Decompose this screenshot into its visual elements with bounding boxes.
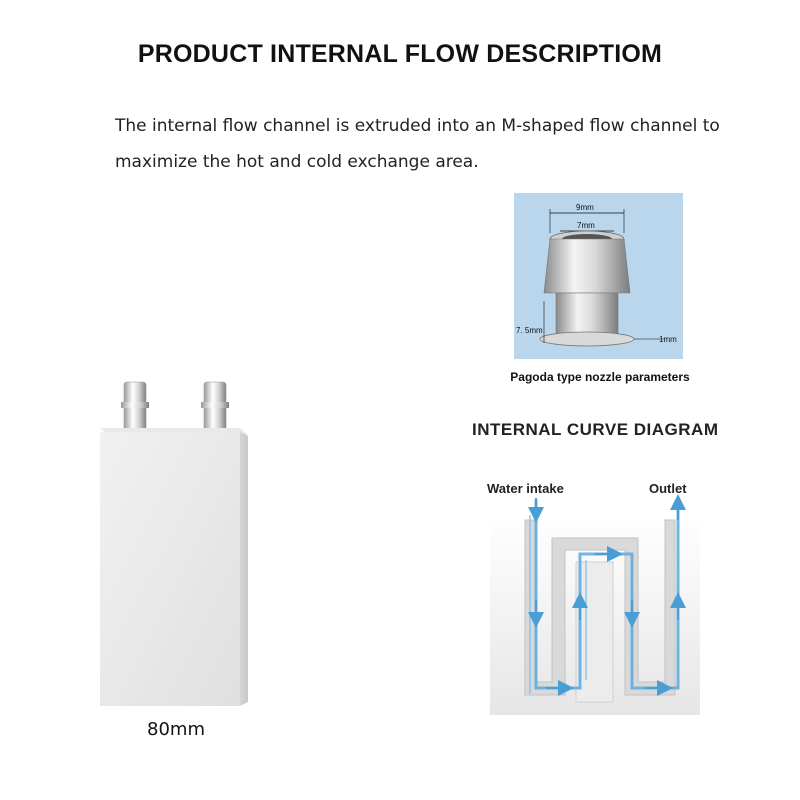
water-intake-label: Water intake (487, 481, 564, 496)
nozzle-figure: 9mm 7mm 7. 5mm 1mm (514, 193, 683, 359)
curve-diagram (490, 494, 700, 715)
block-size-label: 80mm (147, 719, 205, 740)
outlet-label: Outlet (649, 481, 687, 496)
dim-outer-diameter: 9mm (576, 203, 594, 212)
description-line-2: maximize the hot and cold exchange area. (115, 152, 479, 172)
description-line-1: The internal flow channel is extruded in… (115, 116, 720, 136)
nozzle-caption: Pagoda type nozzle parameters (510, 370, 690, 384)
page-title: PRODUCT INTERNAL FLOW DESCRIPTIOM (137, 40, 663, 68)
dim-height: 7. 5mm (516, 326, 543, 335)
curve-diagram-title: INTERNAL CURVE DIAGRAM (472, 420, 719, 439)
description: The internal flow channel is extruded in… (115, 108, 775, 180)
nozzle-drawing (539, 209, 664, 347)
water-block-image (100, 381, 248, 706)
dim-flange: 1mm (659, 335, 677, 344)
dim-inner-diameter: 7mm (577, 221, 595, 230)
